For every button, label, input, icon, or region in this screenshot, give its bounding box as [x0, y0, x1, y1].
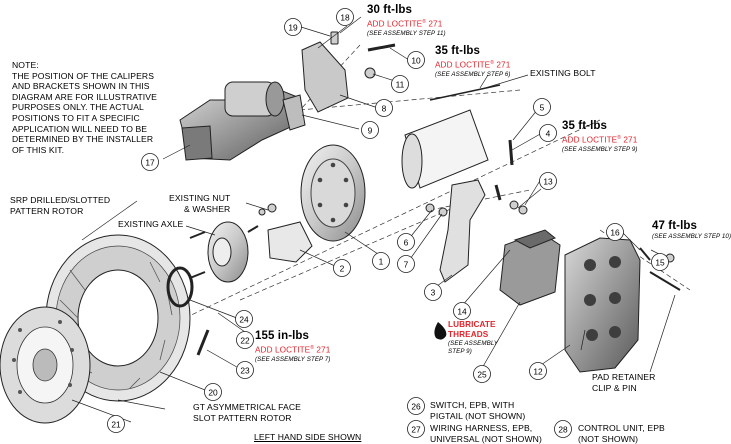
label-lubricate-step: (SEE ASSEMBLY STEP 9)	[448, 340, 499, 355]
callout-number: 20	[208, 388, 218, 398]
torque-spec-2: 35 ft-lbs ADD LOCTITE® 271 (SEE ASSEMBLY…	[435, 45, 511, 78]
callout-24: 24	[235, 310, 253, 328]
callout-16: 16	[606, 223, 624, 241]
callout-number: 14	[457, 307, 467, 317]
callout-number: 2	[340, 264, 345, 274]
label-lubricate: LUBRICATE THREADS	[448, 320, 496, 339]
torque-spec-1: 30 ft-lbs ADD LOCTITE® 271 (SEE ASSEMBLY…	[367, 4, 446, 37]
callout-number: 10	[411, 56, 421, 66]
label-existing-axle: EXISTING AXLE	[118, 219, 184, 229]
diagram-artwork: 1234567891011121314151617181920212223242…	[0, 8, 691, 438]
caliper-body	[564, 237, 641, 373]
existing-axle-hub	[189, 221, 259, 283]
callout-25: 25	[473, 365, 491, 383]
callout-18: 18	[336, 8, 354, 26]
epb-caliper	[179, 81, 301, 161]
callout-number: 12	[533, 367, 543, 377]
callout-13: 13	[539, 172, 557, 190]
callout-4: 4	[539, 124, 557, 142]
label-existing-bolt: EXISTING BOLT	[530, 68, 596, 78]
srp-rotor	[0, 306, 91, 424]
callout-number: 13	[543, 177, 553, 187]
callout-number: 21	[111, 420, 121, 430]
callout-number: 3	[431, 288, 436, 298]
callout-28: 28	[554, 420, 572, 438]
callout-9: 9	[361, 121, 379, 139]
not-shown-26: SWITCH, EPB, WITH PIGTAIL (NOT SHOWN)	[430, 400, 526, 421]
callout-number: 9	[368, 126, 373, 136]
spacer-shim	[282, 94, 306, 131]
callout-27: 27	[407, 420, 425, 438]
torque-spec-5: 155 in-lbs ADD LOCTITE® 271 (SEE ASSEMBL…	[255, 330, 331, 363]
callout-21: 21	[107, 415, 125, 433]
torque-spec-4: 47 ft-lbs (SEE ASSEMBLY STEP 10)	[652, 220, 731, 240]
hat-mount	[300, 144, 366, 242]
label-gt-rotor: GT ASYMMETRICAL FACE SLOT PATTERN ROTOR	[193, 402, 302, 423]
callout-number: 7	[404, 260, 409, 270]
not-shown-27: WIRING HARNESS, EPB, UNIVERSAL (NOT SHOW…	[430, 423, 542, 444]
adapter-plate	[267, 221, 313, 263]
callout-number: 11	[396, 80, 405, 90]
callout-8: 8	[375, 99, 393, 117]
leader-lines	[71, 16, 676, 423]
epb-bracket	[301, 41, 349, 113]
callout-number: 19	[288, 23, 298, 33]
callout-number: 16	[610, 228, 620, 238]
callout-20: 20	[204, 383, 222, 401]
callout-26: 26	[407, 397, 425, 415]
callout-number: 15	[655, 258, 665, 268]
callout-number: 6	[404, 238, 409, 248]
callout-number: 27	[411, 425, 421, 435]
callout-17: 17	[141, 153, 159, 171]
callout-number: 8	[382, 104, 387, 114]
label-existing-nut: EXISTING NUT & WASHER	[169, 193, 231, 214]
note-text: NOTE: THE POSITION OF THE CALIPERS AND B…	[12, 60, 157, 155]
callout-number: 18	[340, 13, 350, 23]
callout-14: 14	[453, 302, 471, 320]
callout-19: 19	[284, 18, 302, 36]
o-ring	[166, 266, 194, 308]
callout-number: 23	[240, 366, 250, 376]
callout-number: 1	[379, 257, 384, 267]
callout-22: 22	[236, 331, 254, 349]
callout-2: 2	[333, 259, 351, 277]
callout-number: 26	[411, 402, 421, 412]
callout-23: 23	[236, 361, 254, 379]
callout-3: 3	[424, 283, 442, 301]
callout-5: 5	[533, 98, 551, 116]
callout-number: 4	[546, 129, 551, 139]
label-left-hand: LEFT HAND SIDE SHOWN	[254, 432, 362, 442]
label-pad-retainer: PAD RETAINER CLIP & PIN	[592, 372, 656, 393]
callout-number: 25	[477, 370, 487, 380]
callout-11: 11	[391, 75, 409, 93]
lubricate-drop-icon	[434, 322, 447, 340]
callout-number: 22	[240, 336, 250, 346]
callout-12: 12	[529, 362, 547, 380]
hardware-bolts	[196, 31, 681, 356]
callout-1: 1	[372, 252, 390, 270]
callout-6: 6	[397, 233, 415, 251]
callout-7: 7	[397, 255, 415, 273]
callout-number: 17	[145, 158, 155, 168]
callout-number: 5	[540, 103, 545, 113]
callout-10: 10	[407, 51, 425, 69]
label-srp-rotor: SRP DRILLED/SLOTTED PATTERN ROTOR	[10, 195, 111, 216]
callout-15: 15	[651, 253, 669, 271]
caliper-bracket	[439, 179, 486, 283]
existing-bolt-sleeve	[401, 84, 501, 189]
callout-number: 28	[558, 425, 568, 435]
not-shown-28: CONTROL UNIT, EPB (NOT SHOWN)	[578, 423, 665, 444]
torque-spec-3: 35 ft-lbs ADD LOCTITE® 271 (SEE ASSEMBLY…	[562, 120, 638, 153]
callout-number: 24	[239, 315, 249, 325]
